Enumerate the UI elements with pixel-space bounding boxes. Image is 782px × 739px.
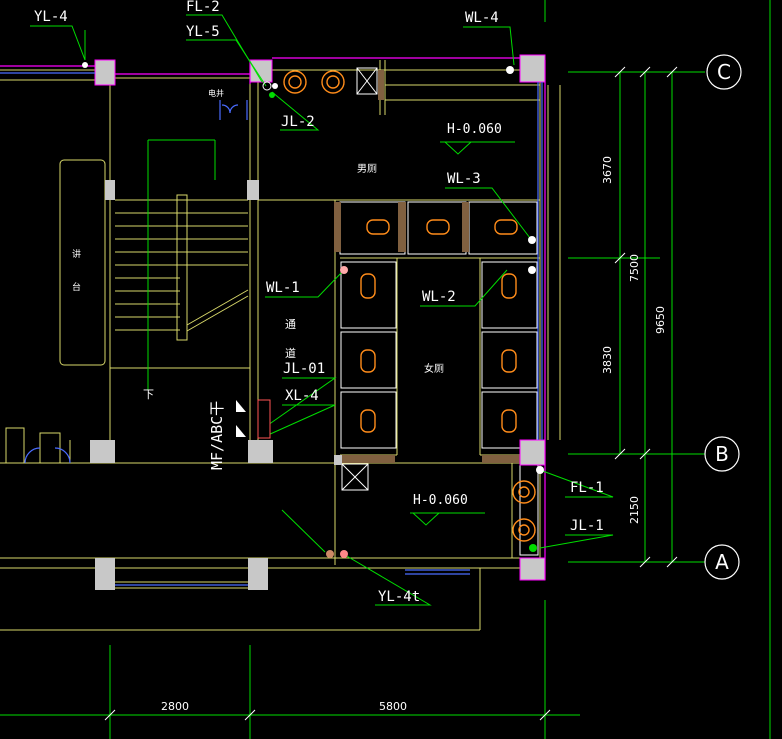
dim-2150: 2150 xyxy=(628,496,641,524)
dim-3670: 3670 xyxy=(601,156,614,184)
dim-5800: 5800 xyxy=(379,700,407,713)
tag-wl3: WL-3 xyxy=(447,171,481,187)
room-corridor-2: 道 xyxy=(285,346,296,360)
columns-layer xyxy=(90,54,546,590)
dim-7500: 7500 xyxy=(628,254,641,282)
tag-wl2: WL-2 xyxy=(422,289,456,305)
axis-bubble-c xyxy=(706,54,742,90)
room-elec-shaft: 电井 xyxy=(208,88,224,98)
axis-label-c: C xyxy=(717,60,731,84)
dim-9650: 9650 xyxy=(654,306,667,334)
elevation-lobby: H-0.060 xyxy=(413,493,468,508)
tag-wl1: WL-1 xyxy=(266,280,300,296)
tag-fl1: FL-1 xyxy=(570,480,604,496)
room-womens: 女厕 xyxy=(424,362,444,375)
elevation-mens: H-0.060 xyxy=(447,122,502,137)
room-mens: 男厕 xyxy=(357,163,377,175)
tag-xl4: XL-4 xyxy=(285,388,319,404)
dimension-ticks xyxy=(104,66,678,721)
axis-label-b: B xyxy=(715,442,729,466)
dim-2800: 2800 xyxy=(161,700,189,713)
axis-bubbles: C B A xyxy=(704,54,742,580)
axis-bubble-b xyxy=(704,436,740,472)
pipe-tags: YL-4 FL-2 YL-5 WL-4 JL-2 WL-3 WL-1 WL-2 … xyxy=(34,0,604,605)
vertical-annotation: MF/ABC干 xyxy=(208,401,226,470)
axis-label-a: A xyxy=(715,550,729,574)
tag-jl01: JL-01 xyxy=(283,361,325,377)
tag-fl2: FL-2 xyxy=(186,0,220,15)
fixtures-layer xyxy=(283,70,536,542)
room-corridor-1: 通 xyxy=(285,318,296,331)
room-labels: 男厕 女厕 通 道 下 讲 台 电井 xyxy=(72,88,444,401)
axis-bubble-a xyxy=(704,544,740,580)
dim-3830: 3830 xyxy=(601,346,614,374)
room-counter-2: 台 xyxy=(72,281,81,293)
room-stair-down: 下 xyxy=(143,388,154,401)
outline-layer xyxy=(0,57,546,580)
hatch-layer xyxy=(334,70,537,463)
elevation-markers xyxy=(410,141,515,526)
leader-lines xyxy=(30,14,614,606)
tag-yl4-left: YL-4 xyxy=(34,9,68,25)
tag-jl1: JL-1 xyxy=(570,518,604,534)
tag-yl4t: YL-4t xyxy=(378,589,420,605)
room-counter-1: 讲 xyxy=(72,248,81,260)
dimension-texts: 3670 3830 2150 7500 9650 2800 5800 xyxy=(161,156,667,713)
tag-jl2: JL-2 xyxy=(281,114,315,130)
pipe-markers xyxy=(82,62,544,558)
tag-wl4: WL-4 xyxy=(465,10,499,26)
windows-layer xyxy=(0,72,543,586)
tag-yl5: YL-5 xyxy=(186,24,220,40)
